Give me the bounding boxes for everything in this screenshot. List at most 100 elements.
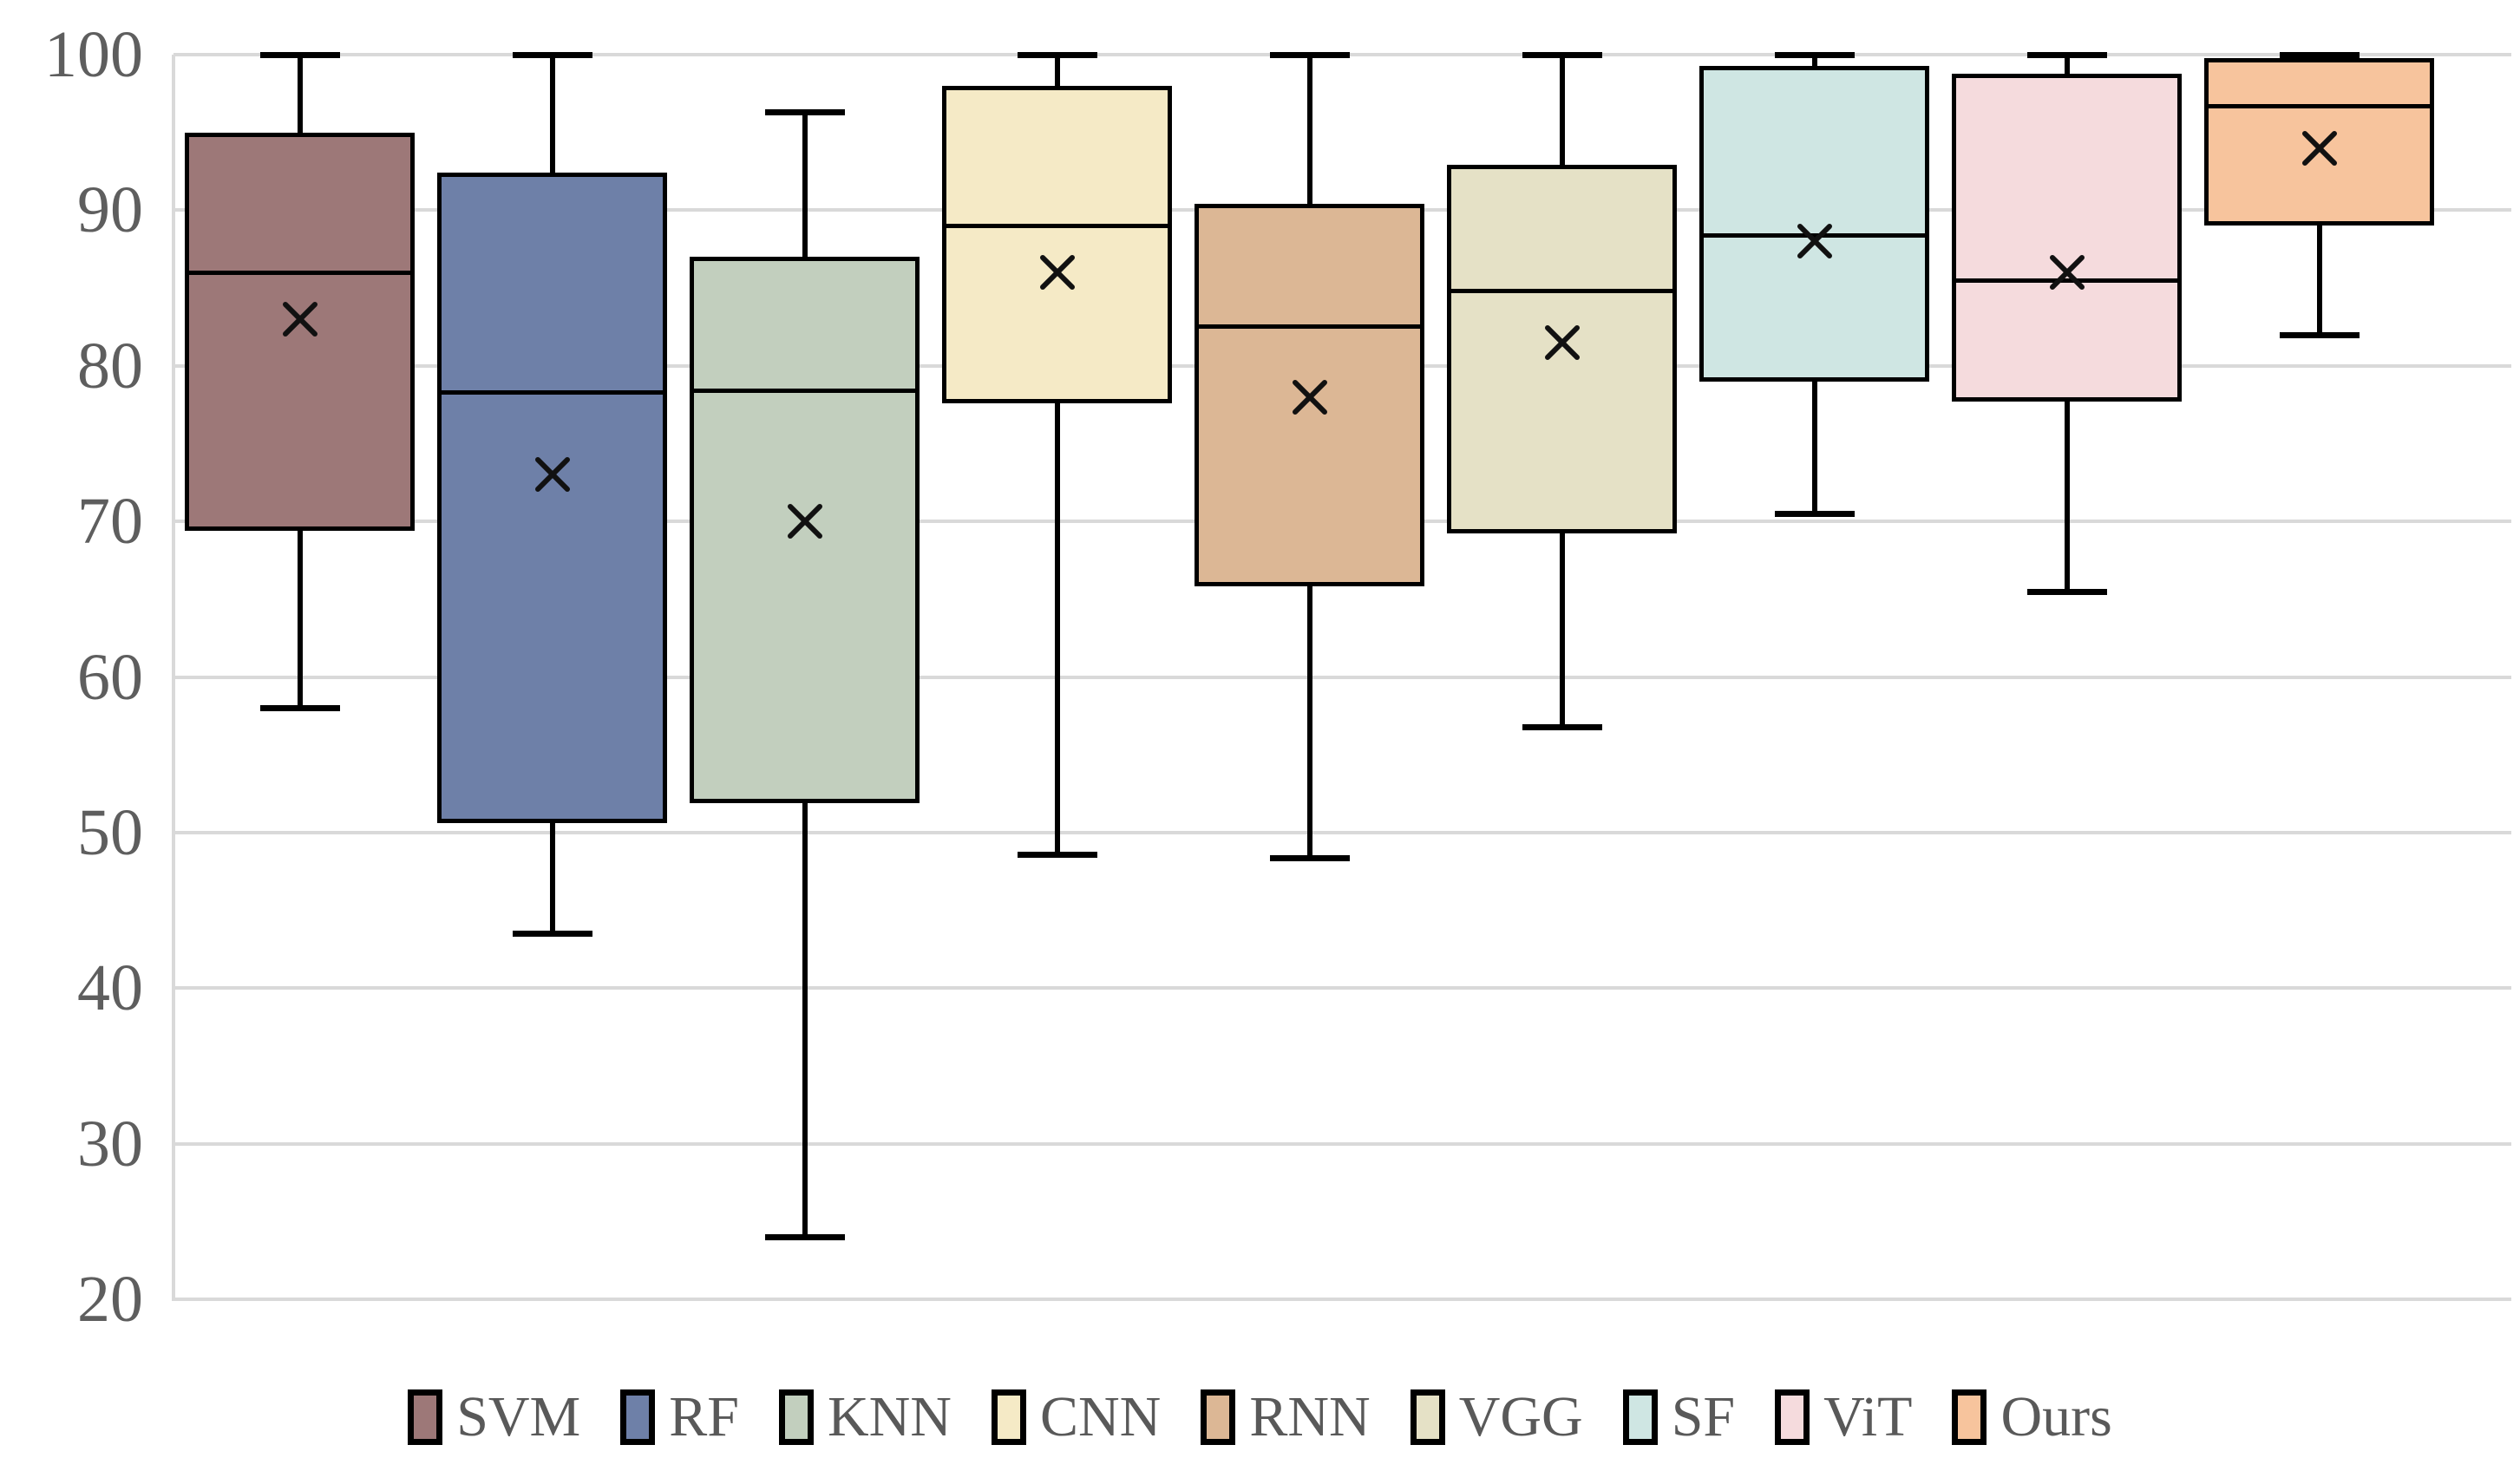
legend-label-KNN: KNN xyxy=(827,1385,952,1448)
median-line-RNN xyxy=(1195,324,1424,330)
box-Ours xyxy=(2204,57,2434,226)
whisker-upper-CNN xyxy=(1054,55,1060,86)
y-tick-label-30: 30 xyxy=(77,1107,143,1180)
whisker-upper-RNN xyxy=(1306,55,1312,205)
mean-marker-RF xyxy=(532,454,573,500)
box-ViT xyxy=(1952,73,2182,402)
legend-swatch-SF xyxy=(1622,1389,1658,1445)
legend-label-RF: RF xyxy=(669,1385,739,1448)
whisker-cap-min-KNN xyxy=(764,1234,845,1241)
whisker-cap-max-CNN xyxy=(1017,52,1097,58)
gridline-y-30 xyxy=(173,1141,2511,1146)
box-RF xyxy=(437,173,667,824)
whisker-lower-SVM xyxy=(297,530,303,709)
whisker-lower-Ours xyxy=(2316,226,2322,335)
y-tick-label-80: 80 xyxy=(77,329,143,402)
legend-item-CNN: CNN xyxy=(991,1385,1162,1448)
median-line-SVM xyxy=(185,270,415,275)
y-tick-label-100: 100 xyxy=(44,18,143,91)
gridline-y-60 xyxy=(173,675,2511,679)
legend: SVM RF KNN CNN RNN VGG SF ViT Ours xyxy=(0,1363,2520,1471)
y-tick-label-50: 50 xyxy=(77,795,143,869)
box-SF xyxy=(1699,65,1929,382)
legend-swatch-KNN xyxy=(778,1389,814,1445)
median-line-SF xyxy=(1699,232,1929,238)
whisker-cap-min-RF xyxy=(512,931,592,938)
median-line-VGG xyxy=(1447,289,1677,294)
legend-item-RNN: RNN xyxy=(1201,1385,1371,1448)
y-tick-label-20: 20 xyxy=(77,1263,143,1336)
whisker-upper-SF xyxy=(1811,55,1817,66)
mean-marker-KNN xyxy=(784,500,826,546)
legend-item-RF: RF xyxy=(620,1389,739,1446)
gridline-y-40 xyxy=(173,986,2511,990)
legend-label-CNN: CNN xyxy=(1039,1385,1162,1448)
whisker-cap-min-ViT xyxy=(2026,588,2107,595)
box-VGG xyxy=(1447,165,1677,534)
whisker-cap-max-Ours xyxy=(2279,52,2360,58)
median-line-KNN xyxy=(690,388,920,393)
legend-swatch-SVM xyxy=(408,1389,443,1445)
legend-label-SVM: SVM xyxy=(456,1385,581,1448)
whisker-upper-VGG xyxy=(1559,55,1565,166)
legend-item-SF: SF xyxy=(1622,1385,1736,1448)
whisker-lower-RF xyxy=(549,823,555,934)
legend-item-KNN: KNN xyxy=(778,1385,952,1448)
y-tick-label-70: 70 xyxy=(77,485,143,559)
legend-label-Ours: Ours xyxy=(2000,1385,2112,1448)
y-tick-label-90: 90 xyxy=(77,173,143,247)
mean-marker-ViT xyxy=(2046,252,2088,297)
whisker-cap-min-Ours xyxy=(2279,331,2360,338)
whisker-lower-VGG xyxy=(1559,533,1565,727)
legend-item-VGG: VGG xyxy=(1410,1385,1583,1448)
whisker-cap-min-SVM xyxy=(259,705,340,712)
legend-swatch-Ours xyxy=(1952,1389,1987,1445)
whisker-upper-KNN xyxy=(802,112,808,258)
whisker-cap-max-RF xyxy=(512,52,592,58)
whisker-cap-max-RNN xyxy=(1269,52,1350,58)
whisker-cap-max-KNN xyxy=(764,109,845,116)
legend-label-RNN: RNN xyxy=(1249,1385,1371,1448)
whisker-cap-min-VGG xyxy=(1522,723,1602,730)
legend-label-SF: SF xyxy=(1671,1385,1736,1448)
whisker-lower-ViT xyxy=(2064,402,2070,592)
mean-marker-Ours xyxy=(2299,127,2340,173)
whisker-lower-KNN xyxy=(802,802,808,1238)
gridline-y-20 xyxy=(173,1298,2511,1301)
median-line-ViT xyxy=(1952,278,2182,283)
whisker-cap-max-VGG xyxy=(1522,52,1602,58)
mean-marker-SF xyxy=(1794,220,1836,266)
legend-swatch-RNN xyxy=(1201,1389,1236,1445)
plot-area: 100 90 80 70 60 50 40 30 20 xyxy=(44,18,2511,1336)
whisker-lower-RNN xyxy=(1306,586,1312,858)
whisker-cap-min-RNN xyxy=(1269,854,1350,861)
box-SVM xyxy=(185,132,415,531)
y-tick-label-40: 40 xyxy=(77,951,143,1025)
whisker-upper-SVM xyxy=(297,55,303,133)
y-axis-line xyxy=(172,55,175,1301)
legend-label-VGG: VGG xyxy=(1458,1385,1583,1448)
whisker-lower-CNN xyxy=(1054,402,1060,854)
median-line-Ours xyxy=(2204,103,2434,108)
mean-marker-VGG xyxy=(1541,322,1583,368)
legend-item-SVM: SVM xyxy=(408,1389,580,1446)
whisker-lower-SF xyxy=(1811,381,1817,514)
legend-item-Ours: Ours xyxy=(1952,1385,2112,1448)
gridline-y-50 xyxy=(173,830,2511,834)
whisker-cap-max-ViT xyxy=(2026,52,2107,58)
box-KNN xyxy=(690,257,920,803)
legend-swatch-ViT xyxy=(1775,1389,1810,1445)
median-line-CNN xyxy=(942,223,1172,228)
legend-swatch-CNN xyxy=(991,1389,1026,1445)
legend-swatch-RF xyxy=(620,1389,656,1445)
legend-label-ViT: ViT xyxy=(1823,1385,1913,1448)
whisker-upper-RF xyxy=(549,55,555,173)
y-tick-label-60: 60 xyxy=(77,640,143,714)
mean-marker-RNN xyxy=(1289,376,1331,422)
whisker-cap-max-SF xyxy=(1774,52,1855,58)
median-line-RF xyxy=(437,389,667,395)
whisker-cap-max-SVM xyxy=(259,52,340,58)
mean-marker-SVM xyxy=(279,298,321,344)
whisker-upper-ViT xyxy=(2064,55,2070,74)
